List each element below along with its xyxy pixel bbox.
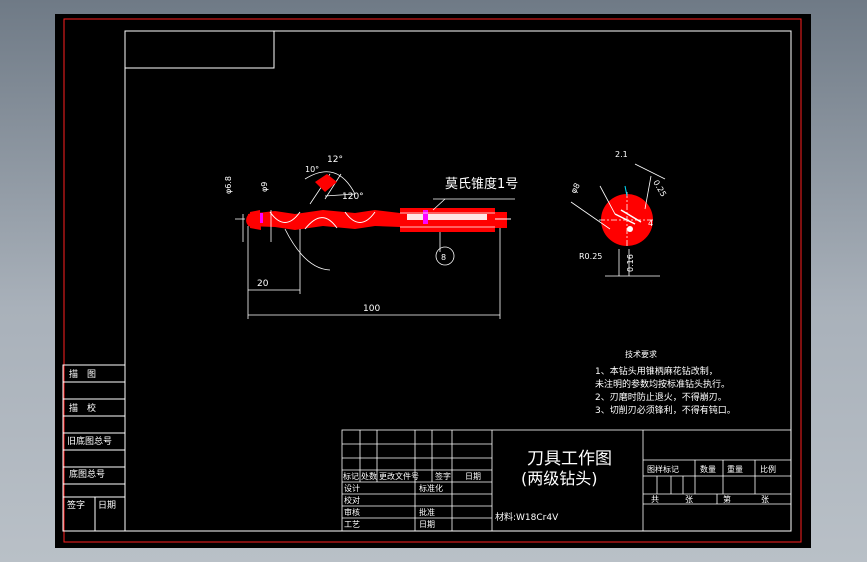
taper-label: 莫氏锥度1号 — [445, 176, 518, 192]
material-label: 材料:W18Cr4V — [495, 511, 559, 523]
top-left-box — [124, 30, 275, 69]
left-block-label: 旧底图总号 — [67, 435, 112, 447]
tech-req-item: 1、本钻头用锥柄麻花钻改制， — [595, 365, 718, 377]
drill-end-view — [599, 185, 655, 248]
tb-row: 设计 — [344, 483, 360, 493]
tb-header: 日期 — [465, 472, 481, 481]
drawing-title: 刀具工作图 — [527, 449, 612, 469]
tb-right-header: 图样标记 — [647, 464, 679, 474]
tb-row: 工艺 — [344, 520, 360, 529]
tb-header: 签字 — [435, 471, 451, 481]
tech-req-item: 未注明的参数均按标准钻头执行。 — [595, 378, 730, 390]
title-block — [341, 429, 792, 532]
dia-b-label: φ9 — [260, 182, 269, 192]
left-block-label: 描 校 — [69, 402, 96, 414]
dia-a-label: φ6.8 — [224, 176, 233, 194]
dim-12-label: 12° — [327, 155, 343, 165]
tb-right-header: 数量 — [700, 464, 716, 474]
dim-025-label: 0.25 — [651, 179, 668, 199]
dim-120-label: 120° — [342, 192, 364, 202]
tb-sheets: 共 — [651, 495, 659, 504]
tb-sheets: 张 — [761, 495, 769, 504]
tb-sheets: 张 — [685, 495, 693, 504]
tb-row: 校对 — [344, 495, 360, 505]
tech-requirements: 技术要求 1、本钻头用锥柄麻花钻改制， 未注明的参数均按标准钻头执行。 2、刃磨… — [595, 349, 736, 416]
tb-sheets: 第 — [723, 494, 731, 504]
tb-std: 标准化 — [419, 483, 443, 493]
left-block — [62, 364, 126, 532]
tech-req-item: 3、切削刃必须锋利，不得有钝口。 — [595, 404, 736, 416]
tb-header: 更改文件号 — [379, 471, 419, 481]
left-block-label: 底图总号 — [69, 468, 105, 480]
outer-border — [63, 18, 802, 543]
tb-row: 审核 — [344, 507, 360, 517]
dim-r025-label: R0.25 — [579, 252, 602, 261]
dim-100-label: 100 — [363, 304, 380, 314]
drawing-subtitle: (两级钻头) — [521, 469, 598, 488]
tb-header: 处数 — [361, 471, 377, 481]
dimension-lines — [242, 171, 515, 319]
dim-21-label: 2.1 — [615, 150, 628, 159]
tech-req-item: 2、刃磨时防止退火，不得崩刃。 — [595, 391, 727, 403]
tech-req-heading: 技术要求 — [625, 349, 657, 359]
left-block-label: 签字 — [67, 499, 85, 511]
drawing-sheet: 描 图 描 校 旧底图总号 底图总号 签字 日期 — [55, 14, 811, 548]
dim-016-label: 0.16 — [626, 254, 635, 272]
circle-8-label: 8 — [441, 253, 446, 262]
left-block-label: 日期 — [98, 500, 116, 511]
cad-drawing-canvas[interactable]: 描 图 描 校 旧底图总号 底图总号 签字 日期 — [55, 14, 811, 548]
tb-approve: 批准 — [419, 507, 435, 517]
left-block-label: 描 图 — [69, 368, 96, 380]
section-circle — [435, 246, 455, 266]
dim-20-label: 20 — [257, 279, 269, 289]
dim-10-label: 10° — [305, 165, 319, 174]
tb-right-header: 重量 — [727, 464, 743, 474]
tb-right-header: 比例 — [760, 464, 776, 474]
tip-angle-marker — [315, 174, 337, 192]
drill-side-view — [235, 208, 511, 232]
tb-header: 标记 — [343, 471, 359, 481]
tb-date: 日期 — [419, 520, 435, 529]
dim-phi8-label: φ8 — [569, 182, 582, 195]
inner-frame — [124, 30, 792, 532]
dim-4-label: 4 — [648, 219, 653, 228]
